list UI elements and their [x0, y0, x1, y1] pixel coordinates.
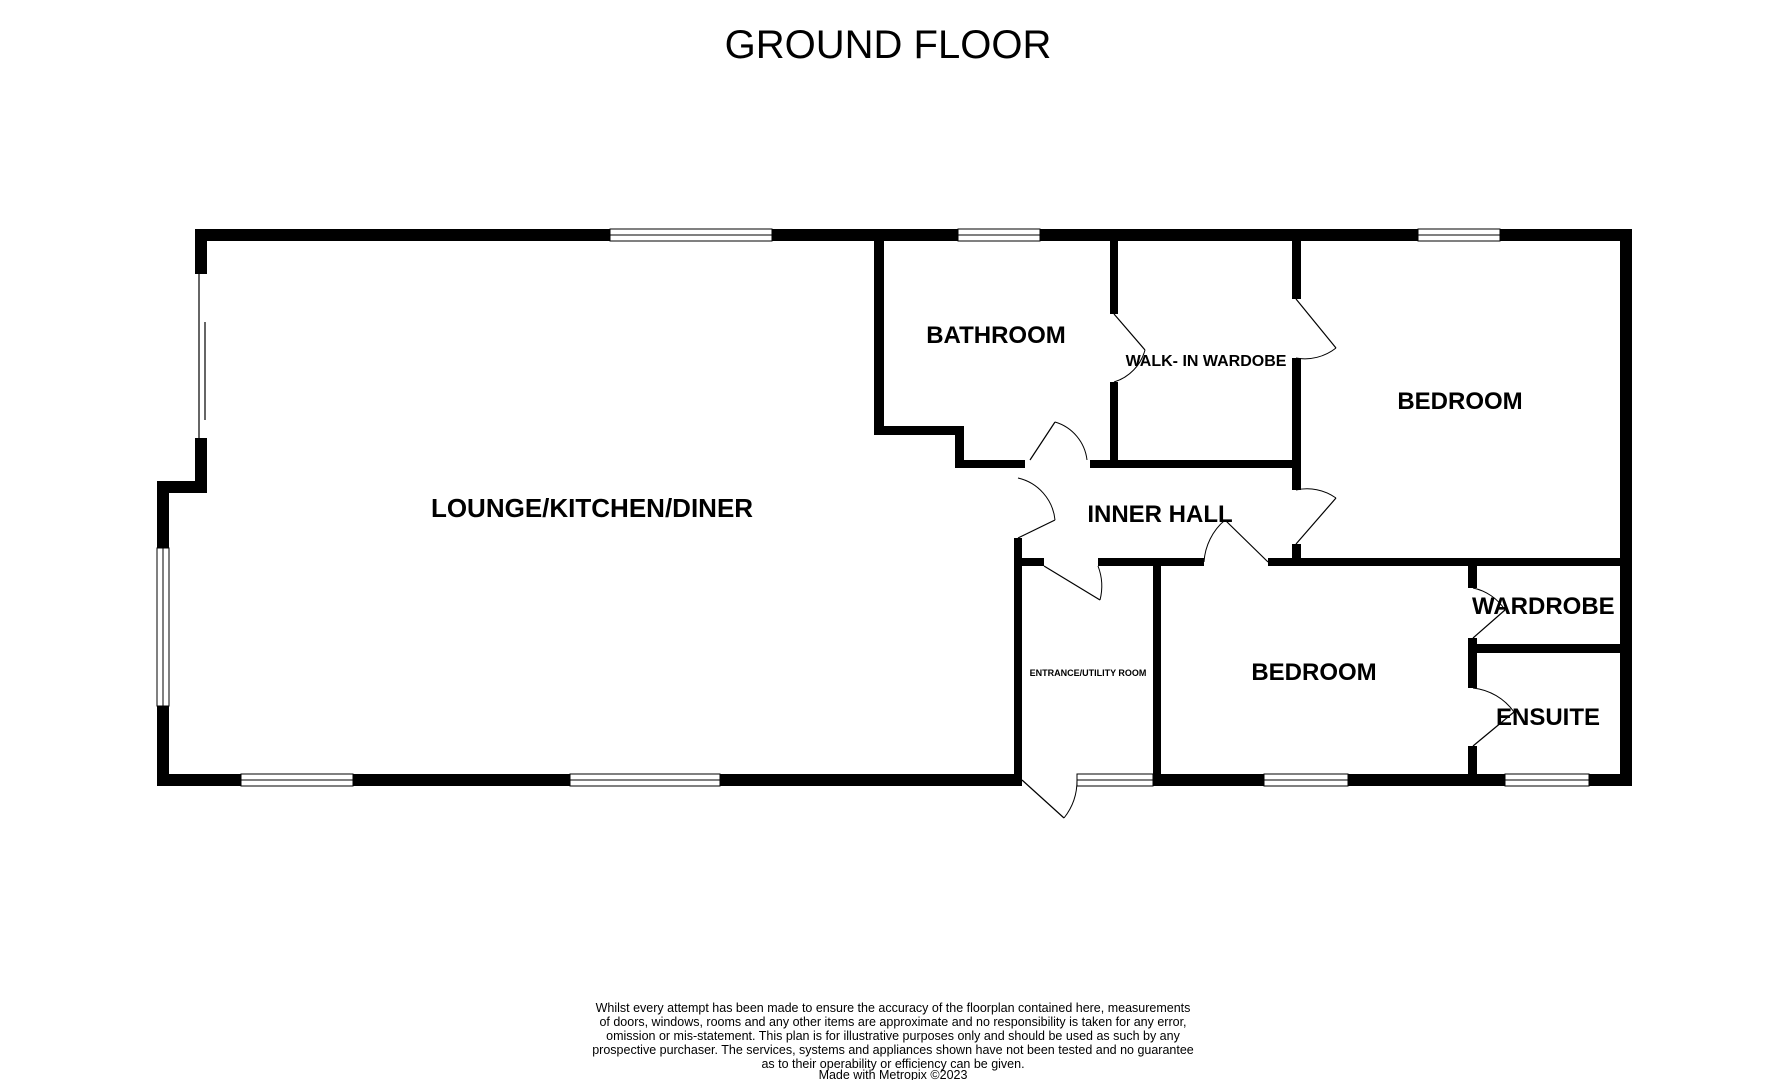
- disclaimer-line-3: omission or mis-statement. This plan is …: [606, 1029, 1180, 1043]
- door-front-entrance: [1021, 779, 1078, 819]
- room-label-inner-hall: INNER HALL: [1087, 501, 1232, 528]
- disclaimer-line-5: as to their operability or efficiency ca…: [761, 1057, 1024, 1071]
- room-labels: LOUNGE/KITCHEN/DINER BATHROOM WALK- IN W…: [431, 322, 1615, 731]
- door-bedroom-main-wardrobe: [1295, 298, 1337, 360]
- windows: [156, 228, 1590, 787]
- window-lounge-bottom-1: [240, 773, 354, 787]
- room-label-walk-in-wardrobe: WALK- IN WARDOBE: [1126, 353, 1287, 370]
- window-entrance: [1076, 773, 1154, 787]
- floor-title: GROUND FLOOR: [725, 23, 1052, 67]
- door-entrance-hall: [1043, 565, 1103, 601]
- door-bedroom-main-hall: [1295, 488, 1337, 545]
- room-label-wardrobe: WARDROBE: [1472, 593, 1615, 620]
- window-lounge-bottom-2: [569, 773, 721, 787]
- door-bathroom: [1029, 421, 1088, 461]
- door-lounge-hall: [1017, 477, 1056, 539]
- window-bedroom-second: [1263, 773, 1349, 787]
- room-label-ensuite: ENSUITE: [1496, 704, 1600, 731]
- disclaimer-line-2: of doors, windows, rooms and any other i…: [599, 1015, 1186, 1029]
- room-label-bathroom: BATHROOM: [926, 322, 1066, 349]
- room-label-bedroom-main: BEDROOM: [1397, 388, 1522, 415]
- room-label-bedroom-second: BEDROOM: [1251, 659, 1376, 686]
- door-bedroom-second: [1203, 519, 1269, 563]
- disclaimer-line-4: prospective purchaser. The services, sys…: [592, 1043, 1194, 1057]
- window-lounge-top: [609, 228, 773, 242]
- window-lounge-left: [156, 547, 170, 707]
- doors: [1017, 298, 1515, 819]
- room-label-lounge: LOUNGE/KITCHEN/DINER: [431, 493, 753, 523]
- window-bathroom: [957, 228, 1041, 242]
- walls: [157, 229, 1632, 786]
- right-margin-mask: [1632, 580, 1672, 640]
- metropix-credit: Made with Metropix ©2023: [819, 1068, 968, 1080]
- window-ensuite: [1504, 773, 1590, 787]
- window-bedroom-main: [1417, 228, 1501, 242]
- wardrobe-label-mask: [1620, 588, 1632, 638]
- disclaimer: Whilst every attempt has been made to en…: [592, 1001, 1194, 1080]
- door-wardrobe: [1472, 587, 1506, 639]
- disclaimer-line-1: Whilst every attempt has been made to en…: [596, 1001, 1191, 1015]
- sliding-door: [198, 274, 206, 438]
- door-ensuite: [1472, 687, 1515, 747]
- door-walk-in: [1113, 313, 1146, 383]
- room-label-entrance-utility: ENTRANCE/UTILITY ROOM: [1030, 668, 1147, 678]
